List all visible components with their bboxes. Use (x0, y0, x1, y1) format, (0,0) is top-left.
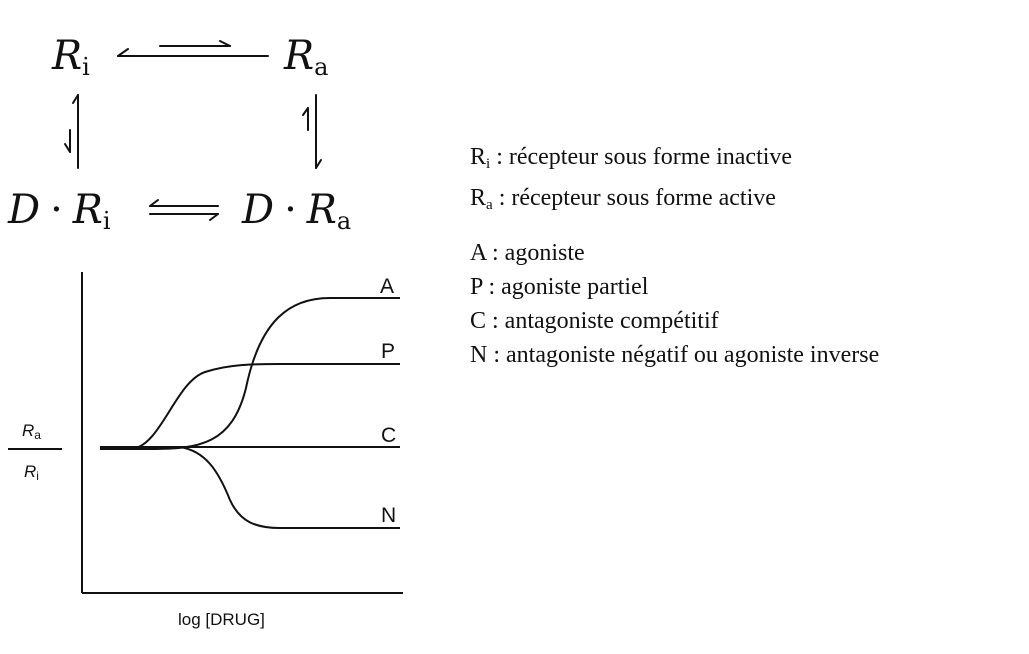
dra-node-d: D (242, 187, 275, 233)
ri-node-sub: i (82, 53, 90, 81)
dri-node-dot: · (50, 187, 63, 233)
legend-ri-sub: i (486, 156, 491, 172)
legend-ri-symbol: R (470, 144, 487, 170)
curve-inverse-agonist (179, 446, 400, 529)
dri-node-sub: i (102, 207, 111, 235)
x-axis-label: log [DRUG] (178, 610, 265, 629)
legend-gap (470, 222, 879, 236)
ra-node: Ra (284, 36, 328, 79)
ra-node-sub: a (314, 53, 329, 81)
ri-node-symbol: R (52, 33, 83, 79)
curve-label-a: A (380, 275, 394, 298)
right-equilibrium-arrow (302, 94, 322, 169)
legend-ra: Ra : récepteur sous forme active (470, 181, 879, 222)
y-label-den-symbol: R (24, 462, 36, 481)
legend: Ri : récepteur sous forme inactive Ra : … (470, 140, 879, 372)
y-label-num-sub: a (34, 428, 41, 442)
curve-label-p: P (381, 340, 395, 363)
left-equilibrium-arrow (64, 94, 79, 169)
curve-partial-agonist (100, 363, 400, 450)
legend-ra-sub: a (486, 197, 493, 213)
dra-node-dot: · (284, 187, 297, 233)
legend-ri-text: : récepteur sous forme inactive (490, 144, 793, 170)
legend-item-inverse-agonist: N : antagoniste négatif ou agoniste inve… (470, 342, 880, 368)
dra-node-r: R (306, 187, 337, 233)
y-label-den-sub: i (36, 469, 39, 483)
equilibrium-arrows (64, 40, 322, 221)
bottom-equilibrium-arrow (149, 199, 219, 221)
y-label-numerator: Ra (22, 421, 41, 442)
dri-node-d: D (8, 187, 41, 233)
legend-ra-text: : récepteur sous forme active (492, 185, 776, 211)
legend-item-partial-agonist: P : agoniste partiel (470, 274, 649, 300)
curve-label-c: C (381, 424, 396, 447)
dri-node-r: R (72, 187, 103, 233)
legend-ra-symbol: R (470, 185, 487, 211)
legend-item-competitive-antagonist: C : antagoniste compétitif (470, 308, 719, 334)
legend-item-agonist: A : agoniste (470, 240, 585, 266)
ra-node-symbol: R (284, 33, 315, 79)
y-label-num-symbol: R (22, 421, 34, 440)
curve-label-n: N (381, 504, 396, 527)
dri-node: D·Ri (8, 190, 111, 233)
top-equilibrium-arrow (117, 40, 269, 57)
y-label-denominator: Ri (24, 462, 39, 483)
dra-node: D·Ra (242, 190, 351, 233)
legend-ri: Ri : récepteur sous forme inactive (470, 140, 879, 181)
response-plot: A P C N Ra Ri log [DRUG] (8, 272, 403, 629)
dra-node-sub: a (336, 207, 352, 235)
ri-node: Ri (52, 36, 90, 79)
curve-agonist (100, 297, 400, 450)
